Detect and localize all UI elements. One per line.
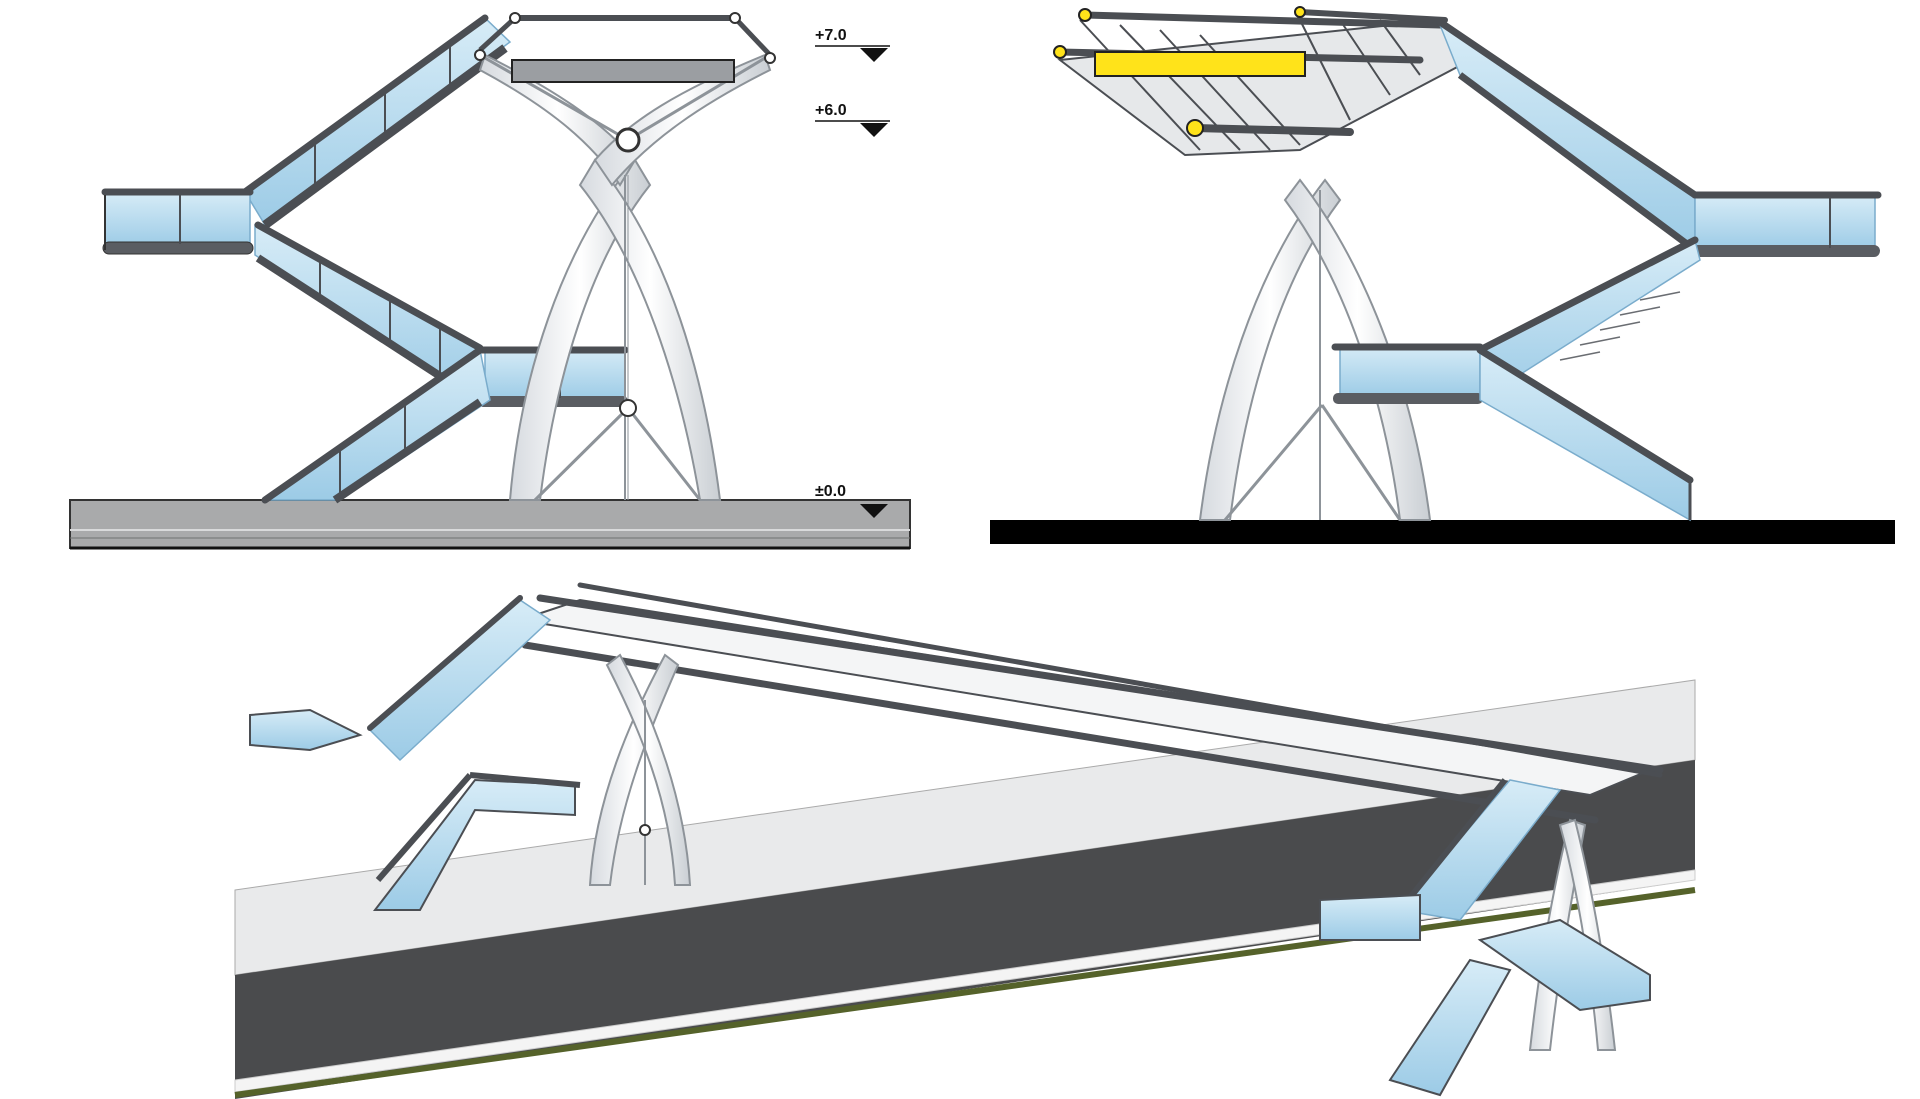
perspective-view	[234, 582, 1696, 1099]
perspective-column-left	[588, 653, 692, 886]
level-label-top: +7.0	[815, 27, 847, 44]
level-marker-top: +7.0	[815, 27, 890, 62]
right-upper-landing	[1691, 191, 1882, 257]
right-middle-flight	[1476, 236, 1701, 402]
upper-stair-flight	[241, 14, 512, 229]
main-deck	[519, 582, 1664, 824]
side-elevation-view: +7.0 +6.0 ±0.0	[69, 12, 911, 550]
right-stair-tower	[1319, 778, 1651, 1097]
tree-column	[478, 53, 772, 502]
level-marker-ground: ±0.0	[815, 483, 888, 518]
level-marker-middle: +6.0	[815, 102, 890, 137]
right-middle-landing	[1331, 343, 1484, 404]
opposite-elevation-view	[990, 6, 1895, 544]
deck-overhang	[1053, 6, 1482, 157]
deck-section	[474, 12, 776, 83]
level-label-ground: ±0.0	[815, 483, 846, 500]
left-stair-tower	[249, 595, 581, 911]
ground-slab	[69, 499, 911, 550]
right-upper-flight	[1436, 18, 1699, 253]
highlighted-beam	[1094, 51, 1306, 77]
level-label-middle: +6.0	[815, 102, 847, 119]
ground-bar	[990, 520, 1895, 544]
right-lower-flight	[1476, 346, 1694, 522]
lower-stair-flight	[261, 346, 491, 504]
upper-landing	[101, 188, 254, 255]
